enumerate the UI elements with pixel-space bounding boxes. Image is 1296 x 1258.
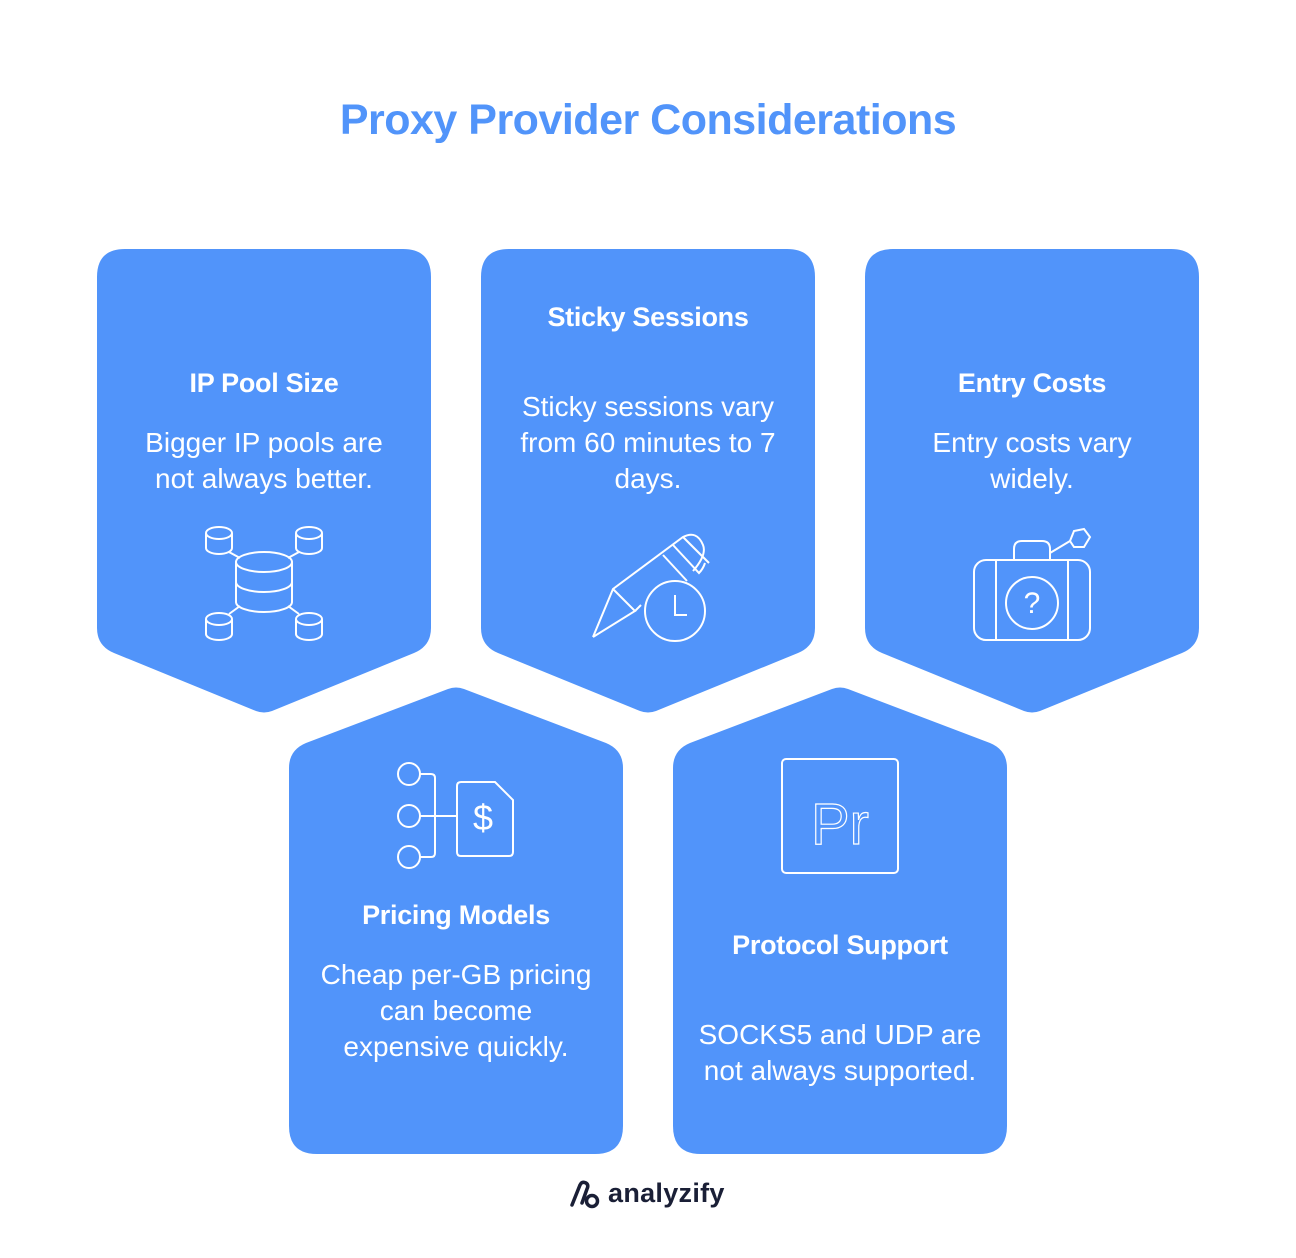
analyzify-logo-icon (570, 1180, 600, 1208)
database-network-icon (205, 526, 323, 641)
card-description: Cheap per-GB pricing can become expensiv… (320, 959, 592, 1062)
card-entry-costs: Entry Costs Entry costs vary widely. (882, 368, 1182, 497)
card-shape-pricing-models (289, 687, 623, 1154)
page-title: Proxy Provider Considerations (339, 96, 957, 144)
card-shape-ip-pool-size (97, 249, 431, 713)
card-shape-entry-costs (865, 249, 1199, 713)
card-sticky-sessions: Sticky Sessions Sticky sessions vary fro… (498, 302, 798, 497)
card-shape-sticky-sessions (481, 249, 815, 713)
card-shape-protocol-support (673, 687, 1007, 1154)
pencil-clock-icon (592, 533, 710, 642)
card-title: Protocol Support (732, 930, 948, 960)
card-description: SOCKS5 and UDP are not always supported. (698, 1019, 982, 1086)
card-title: Pricing Models (362, 900, 550, 930)
card-description: Entry costs vary widely. (932, 427, 1132, 494)
card-pricing-models: Pricing Models Cheap per-GB pricing can … (306, 900, 606, 1065)
card-description: Sticky sessions vary from 60 minutes to … (520, 391, 776, 494)
dollar-document-icon: $ (397, 762, 514, 869)
card-title: IP Pool Size (189, 368, 339, 398)
card-title: Sticky Sessions (547, 302, 749, 332)
pr-square-icon: Pr (781, 758, 899, 874)
pr-letters: Pr (811, 792, 869, 857)
brand-name: analyzify (608, 1178, 725, 1208)
dollar-sign: $ (473, 797, 493, 838)
brand-logo: analyzify (568, 1178, 725, 1209)
card-protocol-support: Protocol Support SOCKS5 and UDP are not … (690, 930, 990, 1089)
card-ip-pool-size: IP Pool Size Bigger IP pools are not alw… (114, 368, 414, 497)
question-mark: ? (1024, 587, 1041, 620)
card-description: Bigger IP pools are not always better. (145, 427, 383, 494)
suitcase-question-icon: ? (973, 527, 1092, 641)
card-title: Entry Costs (957, 368, 1107, 398)
